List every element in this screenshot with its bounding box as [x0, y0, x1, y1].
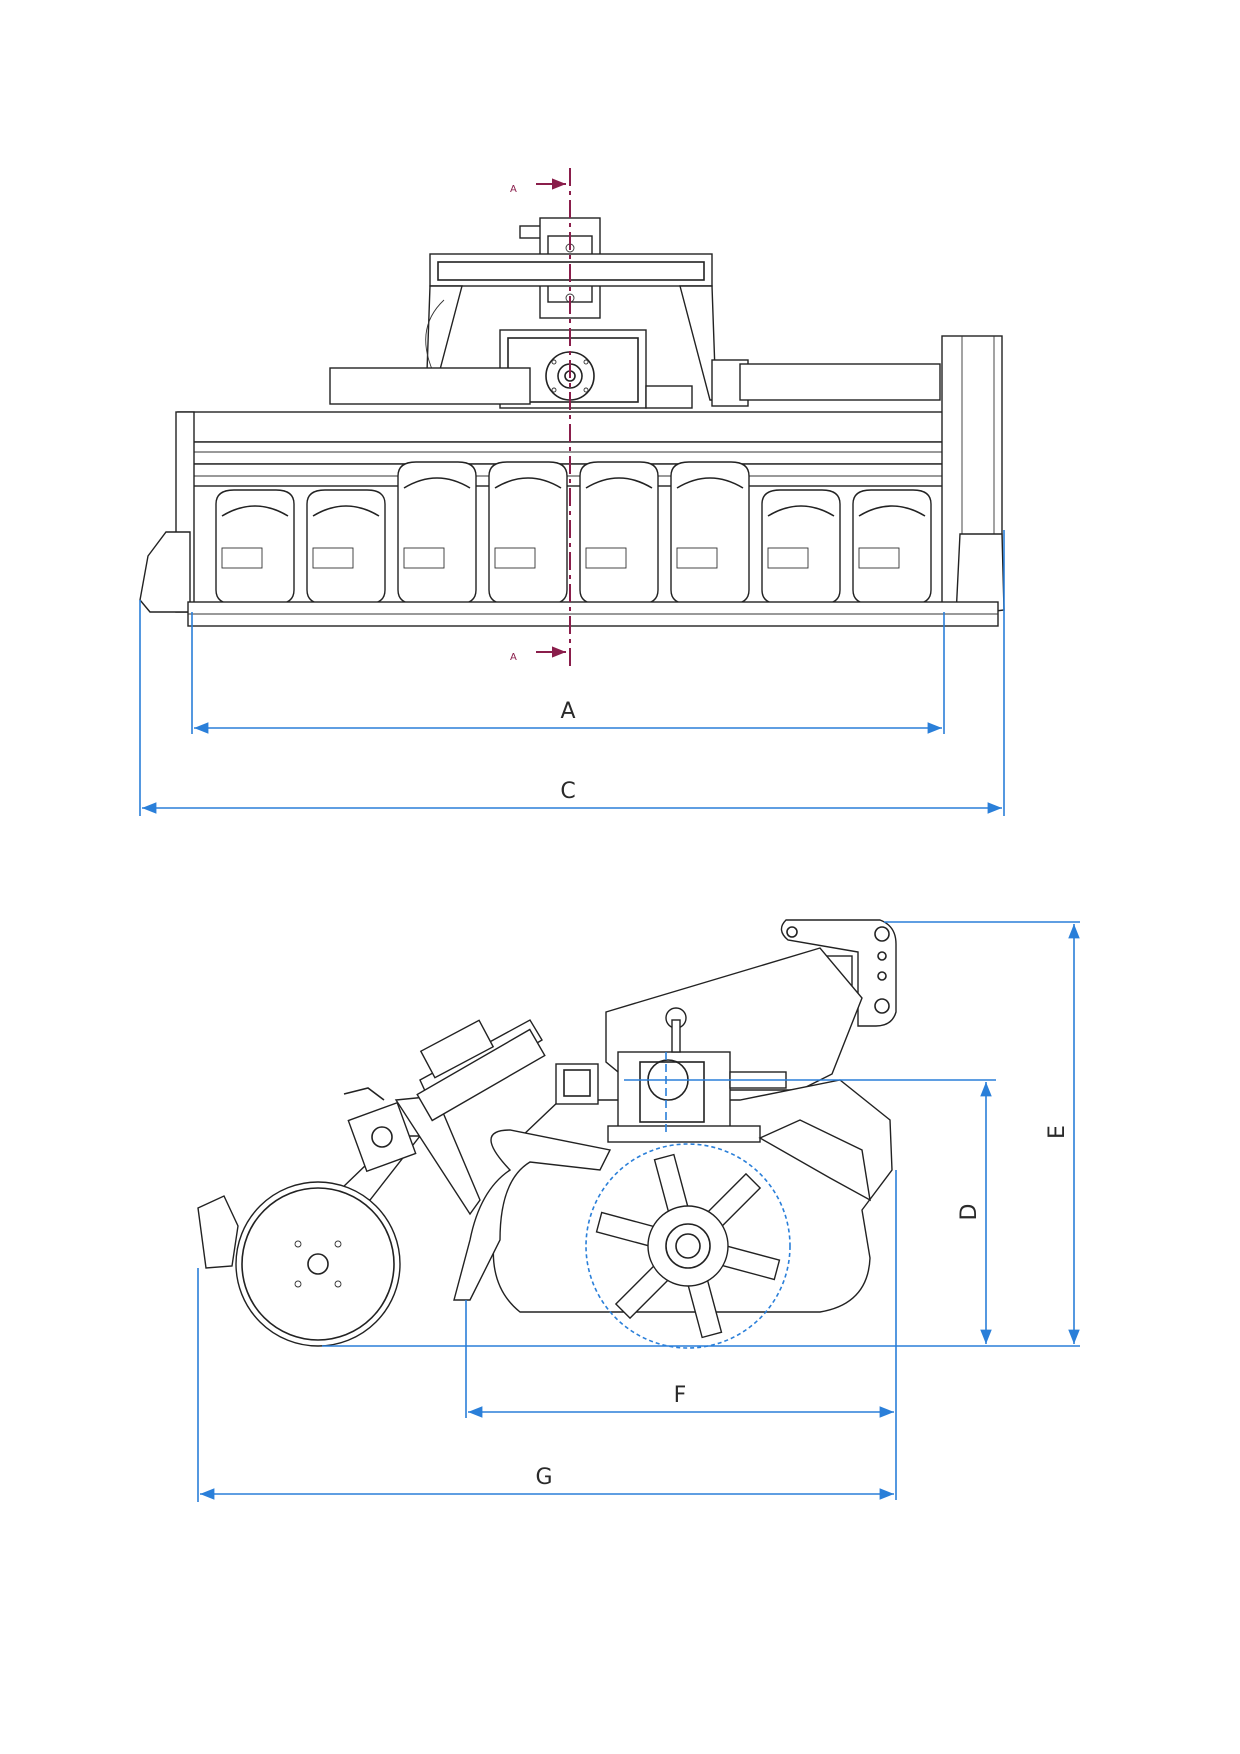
tine-group	[670, 461, 750, 616]
right-beam	[739, 363, 941, 401]
rear-roller	[235, 1181, 401, 1347]
section-mark-top: A	[510, 184, 517, 195]
dimension-f-label: F	[674, 1383, 687, 1408]
dimension-e-label: E	[1045, 1125, 1070, 1139]
dimension-g-label: G	[535, 1465, 552, 1490]
front-view: A A A C	[139, 168, 1005, 816]
front-skid	[758, 1119, 871, 1202]
tine-group	[397, 461, 477, 616]
tine-group	[306, 489, 386, 616]
hydraulic-cylinder	[416, 1028, 599, 1122]
tine-group	[761, 489, 841, 616]
tine-group	[579, 461, 659, 616]
dimension-d-label: D	[957, 1204, 982, 1221]
left-skid	[139, 531, 191, 613]
main-frame	[175, 335, 1003, 613]
side-gearbox	[607, 1007, 787, 1143]
gearbox-plate	[645, 385, 693, 409]
dimension-c-label: C	[560, 779, 575, 804]
dimension-a-label: A	[560, 699, 575, 724]
dimension-a: A	[191, 612, 945, 734]
tine-group	[215, 489, 295, 616]
side-view: D E F G	[197, 919, 1080, 1502]
dimension-c: C	[139, 530, 1005, 816]
dimension-e: E	[884, 921, 1080, 1344]
rotor-tines	[215, 461, 932, 616]
left-beam	[329, 367, 531, 405]
dimension-g: G	[197, 1268, 894, 1502]
tine-group	[488, 461, 568, 616]
side-rotor	[585, 1143, 791, 1349]
tine-group	[852, 489, 932, 616]
section-mark-bottom: A	[510, 652, 517, 663]
dimension-f: F	[465, 1170, 897, 1500]
dimension-d: D	[957, 1082, 992, 1344]
section-line-a: A A	[510, 168, 571, 670]
